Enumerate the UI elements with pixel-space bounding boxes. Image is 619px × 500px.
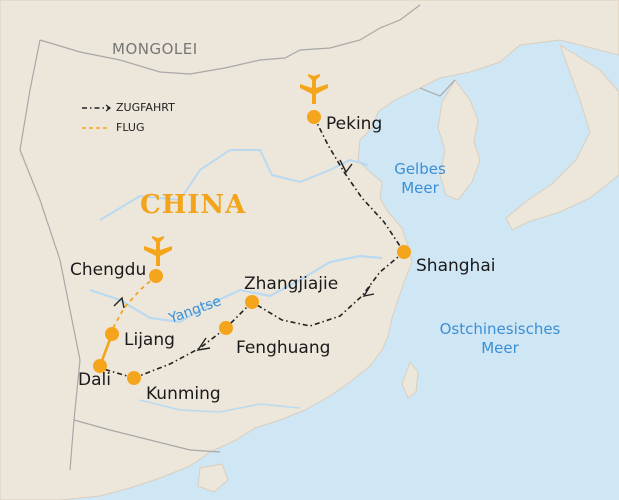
train-route-north (313, 116, 405, 253)
marker-chengdu[interactable] (149, 269, 163, 283)
city-label-zhangjiajie[interactable]: Zhangjiajie (244, 274, 339, 294)
country-label-mongolia: MONGOLEI (112, 40, 198, 58)
sea-label-yellow-line1: Gelbes (394, 160, 446, 178)
legend-train-label: ZUGFAHRT (116, 101, 175, 114)
sea-label-east-china: Ostchinesisches Meer (420, 320, 580, 358)
legend-flight-label: FLUG (116, 121, 145, 134)
border-mongolia (39, 4, 421, 75)
taiwan-island (401, 360, 419, 399)
arrow-flight (113, 296, 125, 309)
marker-fenghuang[interactable] (219, 321, 233, 335)
city-label-kunming[interactable]: Kunming (146, 384, 221, 404)
border-south (73, 419, 221, 453)
pearl-river (139, 399, 301, 413)
flight-route (111, 275, 157, 331)
marker-zhangjiajie[interactable] (245, 295, 259, 309)
marker-dali[interactable] (93, 359, 107, 373)
sea-label-east-line2: Meer (481, 339, 519, 357)
border-korea (419, 79, 456, 97)
train-route-east (251, 251, 405, 327)
marker-peking[interactable] (307, 110, 321, 124)
city-label-fenghuang[interactable]: Fenghuang (236, 338, 331, 358)
sea-label-yellow-line2: Meer (401, 179, 439, 197)
hainan-island (197, 463, 229, 493)
city-label-lijang[interactable]: Lijang (124, 330, 175, 350)
city-label-dali[interactable]: Dali (78, 370, 111, 390)
country-label-china: CHINA (140, 190, 247, 220)
yangtze-river (89, 254, 383, 324)
arrow-east (362, 285, 375, 297)
city-label-peking[interactable]: Peking (326, 114, 383, 134)
border-west (19, 39, 81, 471)
legend-train-arrow (105, 104, 111, 112)
plane-icon (300, 74, 328, 104)
marker-shanghai[interactable] (397, 245, 411, 259)
sea-label-yellow: Gelbes Meer (390, 160, 450, 198)
arrow-north (339, 159, 353, 174)
city-label-shanghai[interactable]: Shanghai (416, 256, 496, 276)
yellow-river (99, 149, 369, 221)
sea-label-east-line1: Ostchinesisches (439, 320, 561, 338)
arrow-south (196, 337, 211, 351)
korea-peninsula (437, 79, 481, 201)
marker-kunming[interactable] (127, 371, 141, 385)
plane-icon (144, 236, 172, 266)
city-label-chengdu[interactable]: Chengdu (70, 260, 147, 280)
japan-island (505, 43, 619, 231)
train-route-south (133, 301, 253, 379)
marker-lijang[interactable] (105, 327, 119, 341)
